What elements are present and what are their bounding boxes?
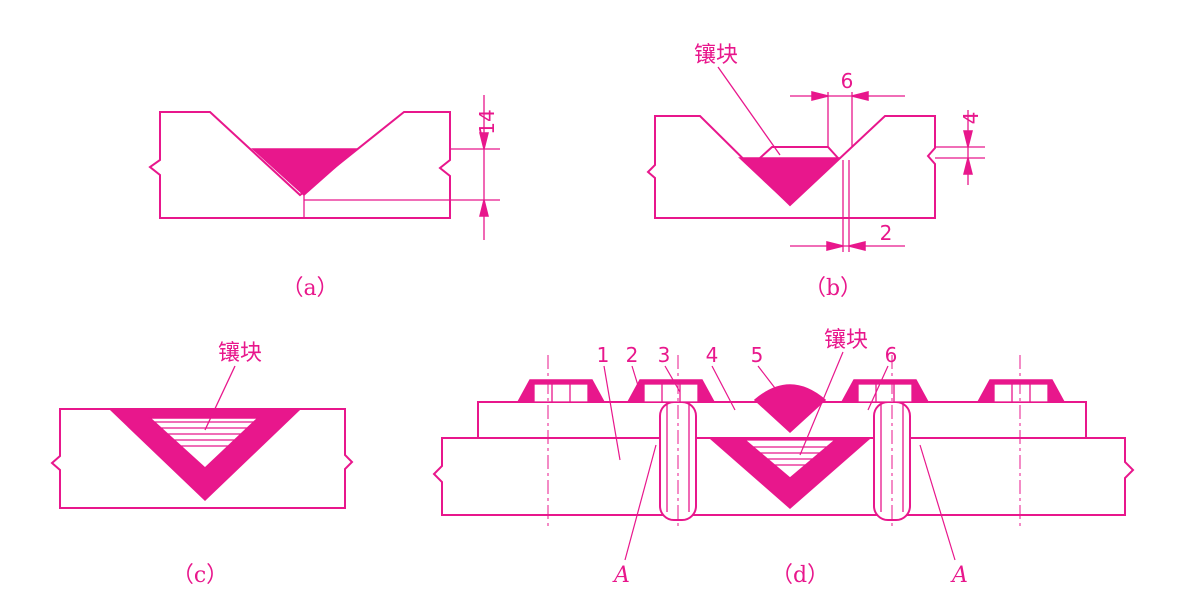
arrow-g-left (826, 241, 844, 251)
panel-b: 镶块 6 4 2 （b） (646, 43, 985, 301)
panel-c: 镶块 （c） (50, 341, 354, 588)
caption-c: （c） (172, 563, 228, 588)
arrow-h-top (963, 130, 973, 148)
weld-bead-a (251, 148, 358, 197)
leaders-d (603, 351, 956, 561)
panel-d: 1 2 3 4 5 6 镶块 A A （d） (432, 328, 1135, 588)
section-letter-a-left: A (612, 563, 630, 588)
insert-c (153, 421, 256, 447)
centerlines-d (547, 355, 1021, 530)
nut-3 (840, 379, 930, 403)
arrow-w-right (851, 91, 869, 101)
nut-2 (626, 379, 716, 403)
caption-d: （d） (771, 563, 829, 588)
part-number-6: 6 (885, 343, 898, 367)
arrow-a-top (479, 132, 489, 150)
dim-thickness-a: 14 (475, 109, 499, 134)
insert-label-c: 镶块 (218, 341, 262, 366)
arrow-w-left (811, 91, 829, 101)
nut-4 (976, 379, 1066, 403)
base-plate (432, 437, 1135, 516)
part-number-2: 2 (626, 343, 639, 367)
arrow-a-bottom (479, 199, 489, 217)
nut-1 (516, 379, 606, 403)
leader-insert-b (717, 66, 781, 156)
insert-label-b: 镶块 (694, 43, 738, 68)
arrow-g-right (848, 241, 866, 251)
section-letter-a-right: A (950, 563, 968, 588)
leader-insert-c (204, 365, 236, 431)
weld-bead-c (108, 408, 302, 502)
part-number-4: 4 (706, 343, 719, 367)
insert-b (759, 146, 839, 159)
part-number-5: 5 (751, 343, 764, 367)
arrow-h-bottom (963, 157, 973, 175)
dim-width-b: 6 (841, 69, 854, 93)
caption-b: （b） (804, 276, 862, 301)
insert-label-d: 镶块 (824, 328, 868, 353)
dim-gap-b: 2 (880, 221, 893, 245)
part-number-3: 3 (658, 343, 671, 367)
panel-a: 14 （a） (148, 95, 500, 301)
dim-height-b: 4 (959, 112, 983, 125)
insert-d-lines (752, 446, 828, 466)
weld-bead-b (738, 157, 840, 207)
round-bar (753, 384, 827, 434)
part-number-1: 1 (597, 343, 610, 367)
caption-a: （a） (281, 276, 338, 301)
plate-c-outline (50, 408, 354, 509)
